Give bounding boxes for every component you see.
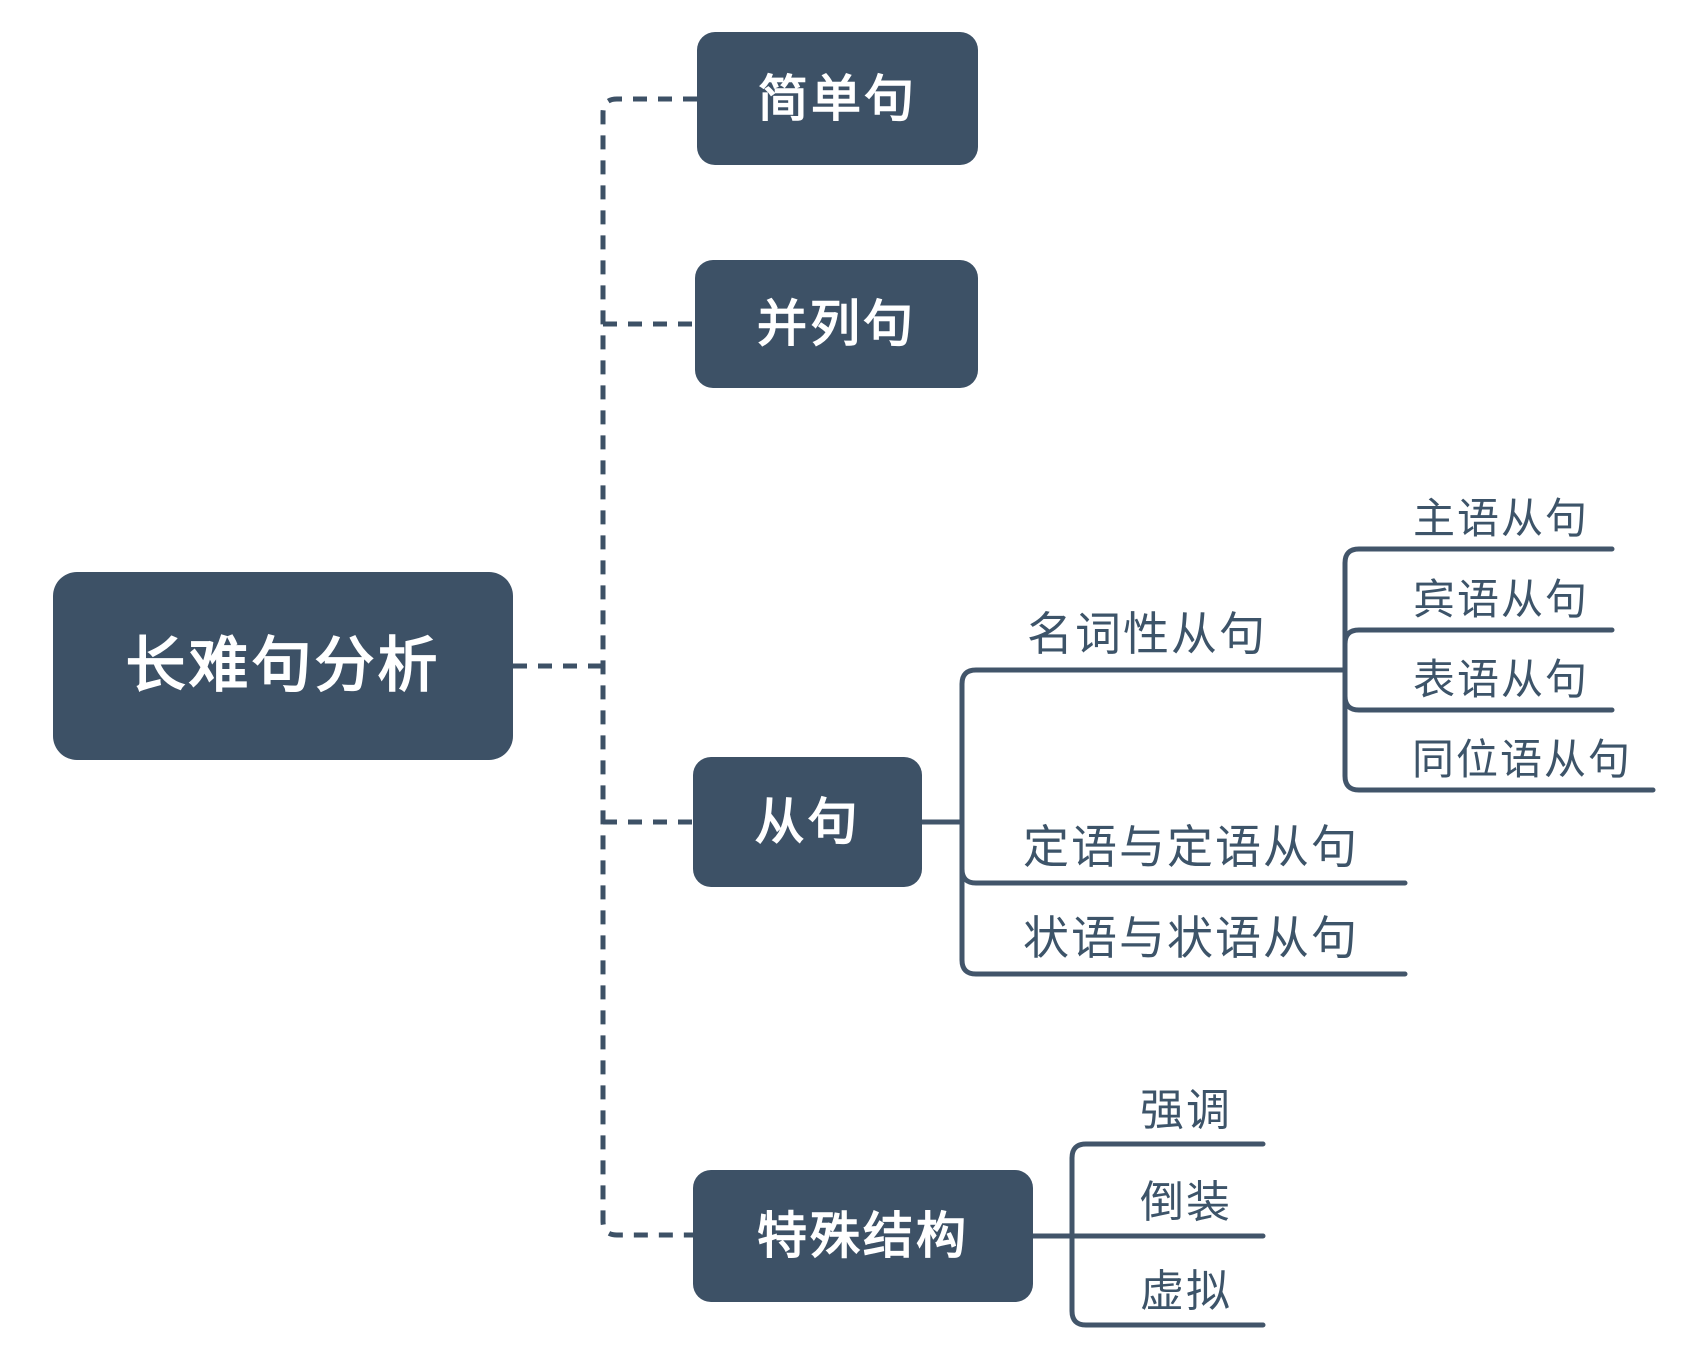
wire-mingcixing-to-zhuangyu (959, 667, 1408, 977)
label-adverbial-clause[interactable]: 状语与状语从句 (1023, 911, 1359, 965)
dashed-trunk (600, 96, 697, 1238)
label-subjunctive[interactable]: 虚拟 (1140, 1266, 1232, 1317)
label-noun-clause-group[interactable]: 名词性从句 (1027, 607, 1267, 661)
label-inversion[interactable]: 倒装 (1140, 1177, 1232, 1228)
label-emphasis[interactable]: 强调 (1140, 1085, 1232, 1136)
wire-dingyu (959, 866, 1408, 886)
label-subject-clause[interactable]: 主语从句 (1413, 494, 1590, 543)
label-object-clause[interactable]: 宾语从句 (1413, 575, 1590, 624)
wire-binyu (1342, 627, 1615, 647)
wire-biaoyu (1342, 693, 1615, 713)
node-special-structure[interactable]: 特殊结构 (693, 1170, 1033, 1302)
node-clause[interactable]: 从句 (693, 757, 922, 887)
label-predicative-clause[interactable]: 表语从句 (1413, 655, 1590, 704)
node-simple-sentence[interactable]: 简单句 (697, 32, 978, 165)
label-attributive-clause[interactable]: 定语与定语从句 (1023, 820, 1359, 874)
label-appositive-clause[interactable]: 同位语从句 (1412, 735, 1633, 784)
node-compound-sentence[interactable]: 并列句 (695, 260, 978, 388)
wire-zhuyu-to-tongweiyu (1342, 546, 1656, 793)
node-root-topic[interactable]: 长难句分析 (53, 572, 513, 760)
